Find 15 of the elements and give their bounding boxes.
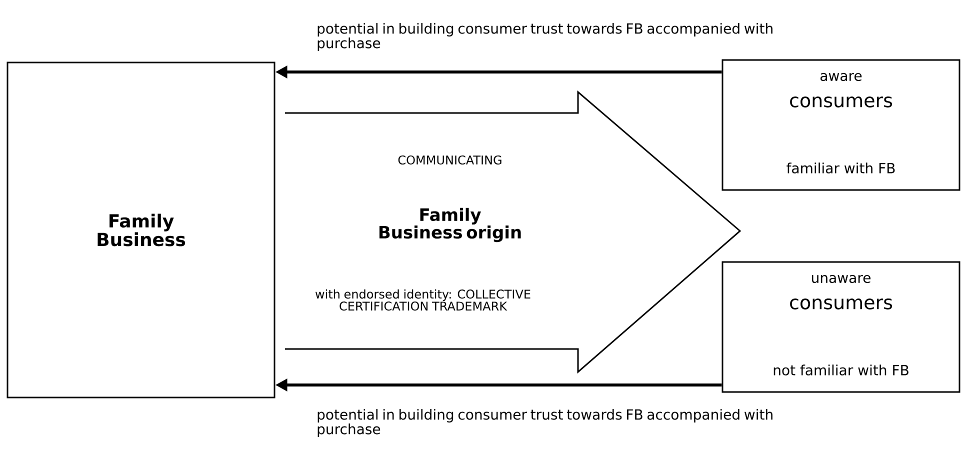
box-title: consumers [790, 298, 892, 310]
edge-label: potential in building consumer trust towards FB accompanied with purchase [318, 408, 772, 438]
label: COMMUNICATING [398, 155, 502, 165]
box [6, 62, 276, 398]
edge-label: potential in building consumer trust towards FB accompanied with purchase [318, 22, 772, 52]
box [722, 261, 960, 393]
arrow-title: Family Business origin [379, 208, 521, 242]
label: not familiar with FB [774, 364, 908, 376]
label: familiar with FB [786, 162, 895, 174]
box-title: Family Business [98, 214, 186, 246]
box [722, 59, 960, 191]
box-title: consumers [790, 96, 892, 108]
label: unaware [812, 274, 870, 284]
label: aware [820, 72, 862, 82]
label: with endorsed identity: COLLECTIVE CERTIFICATION TRADEMARK [316, 289, 530, 311]
